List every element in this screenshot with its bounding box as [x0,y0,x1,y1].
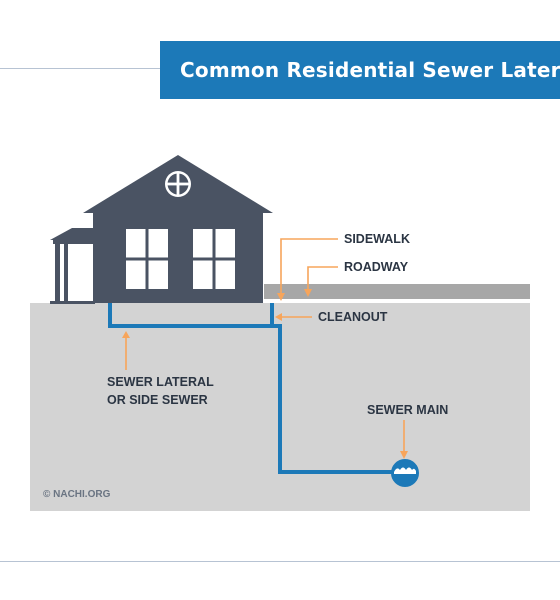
copyright-text: © NACHI.ORG [43,489,111,500]
label-roadway: ROADWAY [344,260,409,274]
house-icon [50,155,273,304]
bottom-divider-line [0,561,560,562]
label-sewer-main: SEWER MAIN [367,403,448,417]
roadway [264,284,530,299]
label-sidewalk: SIDEWALK [344,232,410,246]
callout-arrows [125,238,405,452]
label-sewer-lateral-line2: OR SIDE SEWER [107,393,208,407]
sewer-main-icon [391,459,419,487]
arrow-heads [122,289,408,459]
sewer-lateral-pipe [108,303,398,474]
cleanout-pipe [270,303,274,326]
label-cleanout: CLEANOUT [318,310,388,324]
label-sewer-lateral-line1: SEWER LATERAL [107,375,214,389]
page-title: Common Residential Sewer Lateral [180,58,560,82]
title-banner: Common Residential Sewer Lateral [160,41,560,99]
top-divider-line [0,68,160,69]
